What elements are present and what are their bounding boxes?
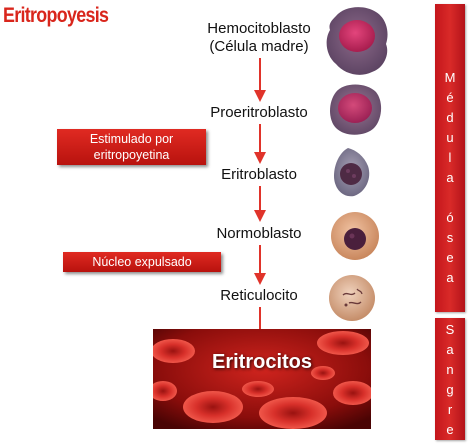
stage-reticulocito-name: Reticulocito	[220, 287, 298, 304]
stage-hemocitoblasto-name: Hemocitoblasto	[207, 20, 311, 37]
blood-letter: a	[446, 342, 454, 357]
marrow-letter: a	[446, 270, 454, 285]
marrow-letter: ó	[446, 210, 454, 225]
stage-hemocitoblasto-subtitle: (Célula madre)	[209, 38, 309, 55]
blood-letter: S	[445, 322, 455, 337]
normoblast-cell-icon	[331, 212, 379, 260]
erythropoietin-badge-line1: Estimulado por	[89, 132, 174, 146]
marrow-letter: l	[448, 150, 452, 165]
diagram-title: Eritropoyesis	[3, 4, 109, 27]
arrow-down-icon	[254, 245, 266, 285]
stage-proeritroblasto-name: Proeritroblasto	[210, 104, 308, 121]
marrow-letter: e	[446, 250, 454, 265]
red-blood-cells-image	[153, 329, 371, 429]
stage-eritroblasto-name: Eritroblasto	[221, 166, 297, 183]
stage-eritroblasto: Eritroblasto	[195, 166, 323, 184]
blood-letter: g	[446, 382, 454, 397]
marrow-letter: d	[446, 110, 454, 125]
stage-proeritroblasto: Proeritroblasto	[195, 104, 323, 122]
stage-normoblasto-name: Normoblasto	[216, 225, 302, 242]
blood-letter: r	[447, 402, 453, 417]
marrow-letter: M	[444, 70, 456, 85]
erythroblast-cell-icon	[334, 148, 370, 197]
reticulocyte-cell-icon	[329, 275, 375, 321]
marrow-letter: a	[446, 170, 454, 185]
marrow-letter: u	[446, 130, 454, 145]
arrow-down-icon	[254, 186, 266, 222]
erythrocytes-banner: Eritrocitos	[153, 329, 371, 429]
marrow-letter	[435, 188, 465, 208]
stage-hemocitoblasto: Hemocitoblasto (Célula madre)	[195, 20, 323, 56]
hemocytoblast-cell-icon	[326, 7, 388, 75]
erythrocytes-label: Eritrocitos	[211, 351, 313, 373]
arrow-down-icon	[254, 124, 266, 164]
marrow-letter: s	[446, 230, 454, 245]
nucleus-expelled-badge: Núcleo expulsado	[63, 252, 221, 272]
blood-letter: e	[446, 422, 454, 437]
stage-reticulocito: Reticulocito	[195, 287, 323, 305]
blood-letter: n	[446, 362, 454, 377]
marrow-letter: é	[446, 90, 454, 105]
nucleus-expelled-label: Núcleo expulsado	[92, 255, 192, 269]
proerythroblast-cell-icon	[330, 84, 382, 135]
stage-normoblasto: Normoblasto	[195, 225, 323, 243]
erythropoietin-badge: Estimulado por eritropoyetina	[57, 129, 206, 165]
erythropoietin-badge-line2: eritropoyetina	[93, 148, 170, 162]
arrow-down-icon	[254, 58, 266, 102]
